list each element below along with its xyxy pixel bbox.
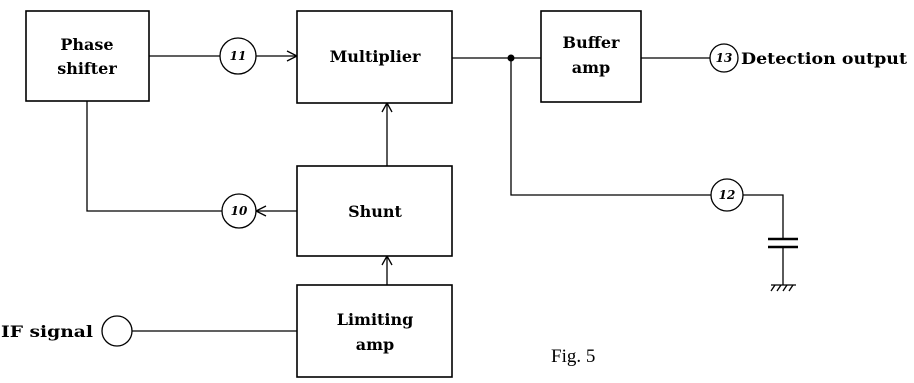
node-11-label: 11 (230, 49, 247, 63)
shunt-label: Shunt (348, 202, 402, 221)
buffer-amp-block: Buffer amp (540, 10, 642, 103)
ground-icon (770, 284, 796, 292)
if-signal-terminal (101, 315, 133, 347)
wire-node12-to-capacitor (743, 194, 784, 239)
multiplier-label: Multiplier (330, 47, 421, 66)
shunt-block: Shunt (296, 165, 453, 257)
multiplier-block: Multiplier (296, 10, 453, 104)
buffer-amp-label-line1: Buffer (563, 33, 620, 52)
buffer-amp-label-line2: amp (572, 58, 610, 77)
phase-shifter-label-line2: shifter (57, 59, 117, 78)
limiting-amp-label-line1: Limiting (337, 310, 414, 329)
phase-shifter-block: Phase shifter (25, 10, 150, 102)
phase-shifter-label-line1: Phase (60, 35, 113, 54)
node-11: 11 (219, 37, 257, 75)
limiting-amp-block: Limiting amp (296, 284, 453, 378)
node-12: 12 (710, 178, 744, 212)
wire-junction-to-node12 (510, 58, 711, 196)
detection-output-label: Detection output (741, 49, 908, 68)
figure-caption: Fig. 5 (551, 346, 595, 367)
node-10: 10 (221, 193, 257, 229)
wire-node10-to-phase-shifter (86, 101, 222, 212)
if-signal-label: IF signal (1, 322, 93, 341)
node-10-label: 10 (231, 204, 248, 218)
limiting-amp-label-line2: amp (356, 335, 394, 354)
node-13-label: 13 (716, 51, 733, 65)
node-13: 13 (709, 43, 739, 73)
node-12-label: 12 (719, 188, 736, 202)
